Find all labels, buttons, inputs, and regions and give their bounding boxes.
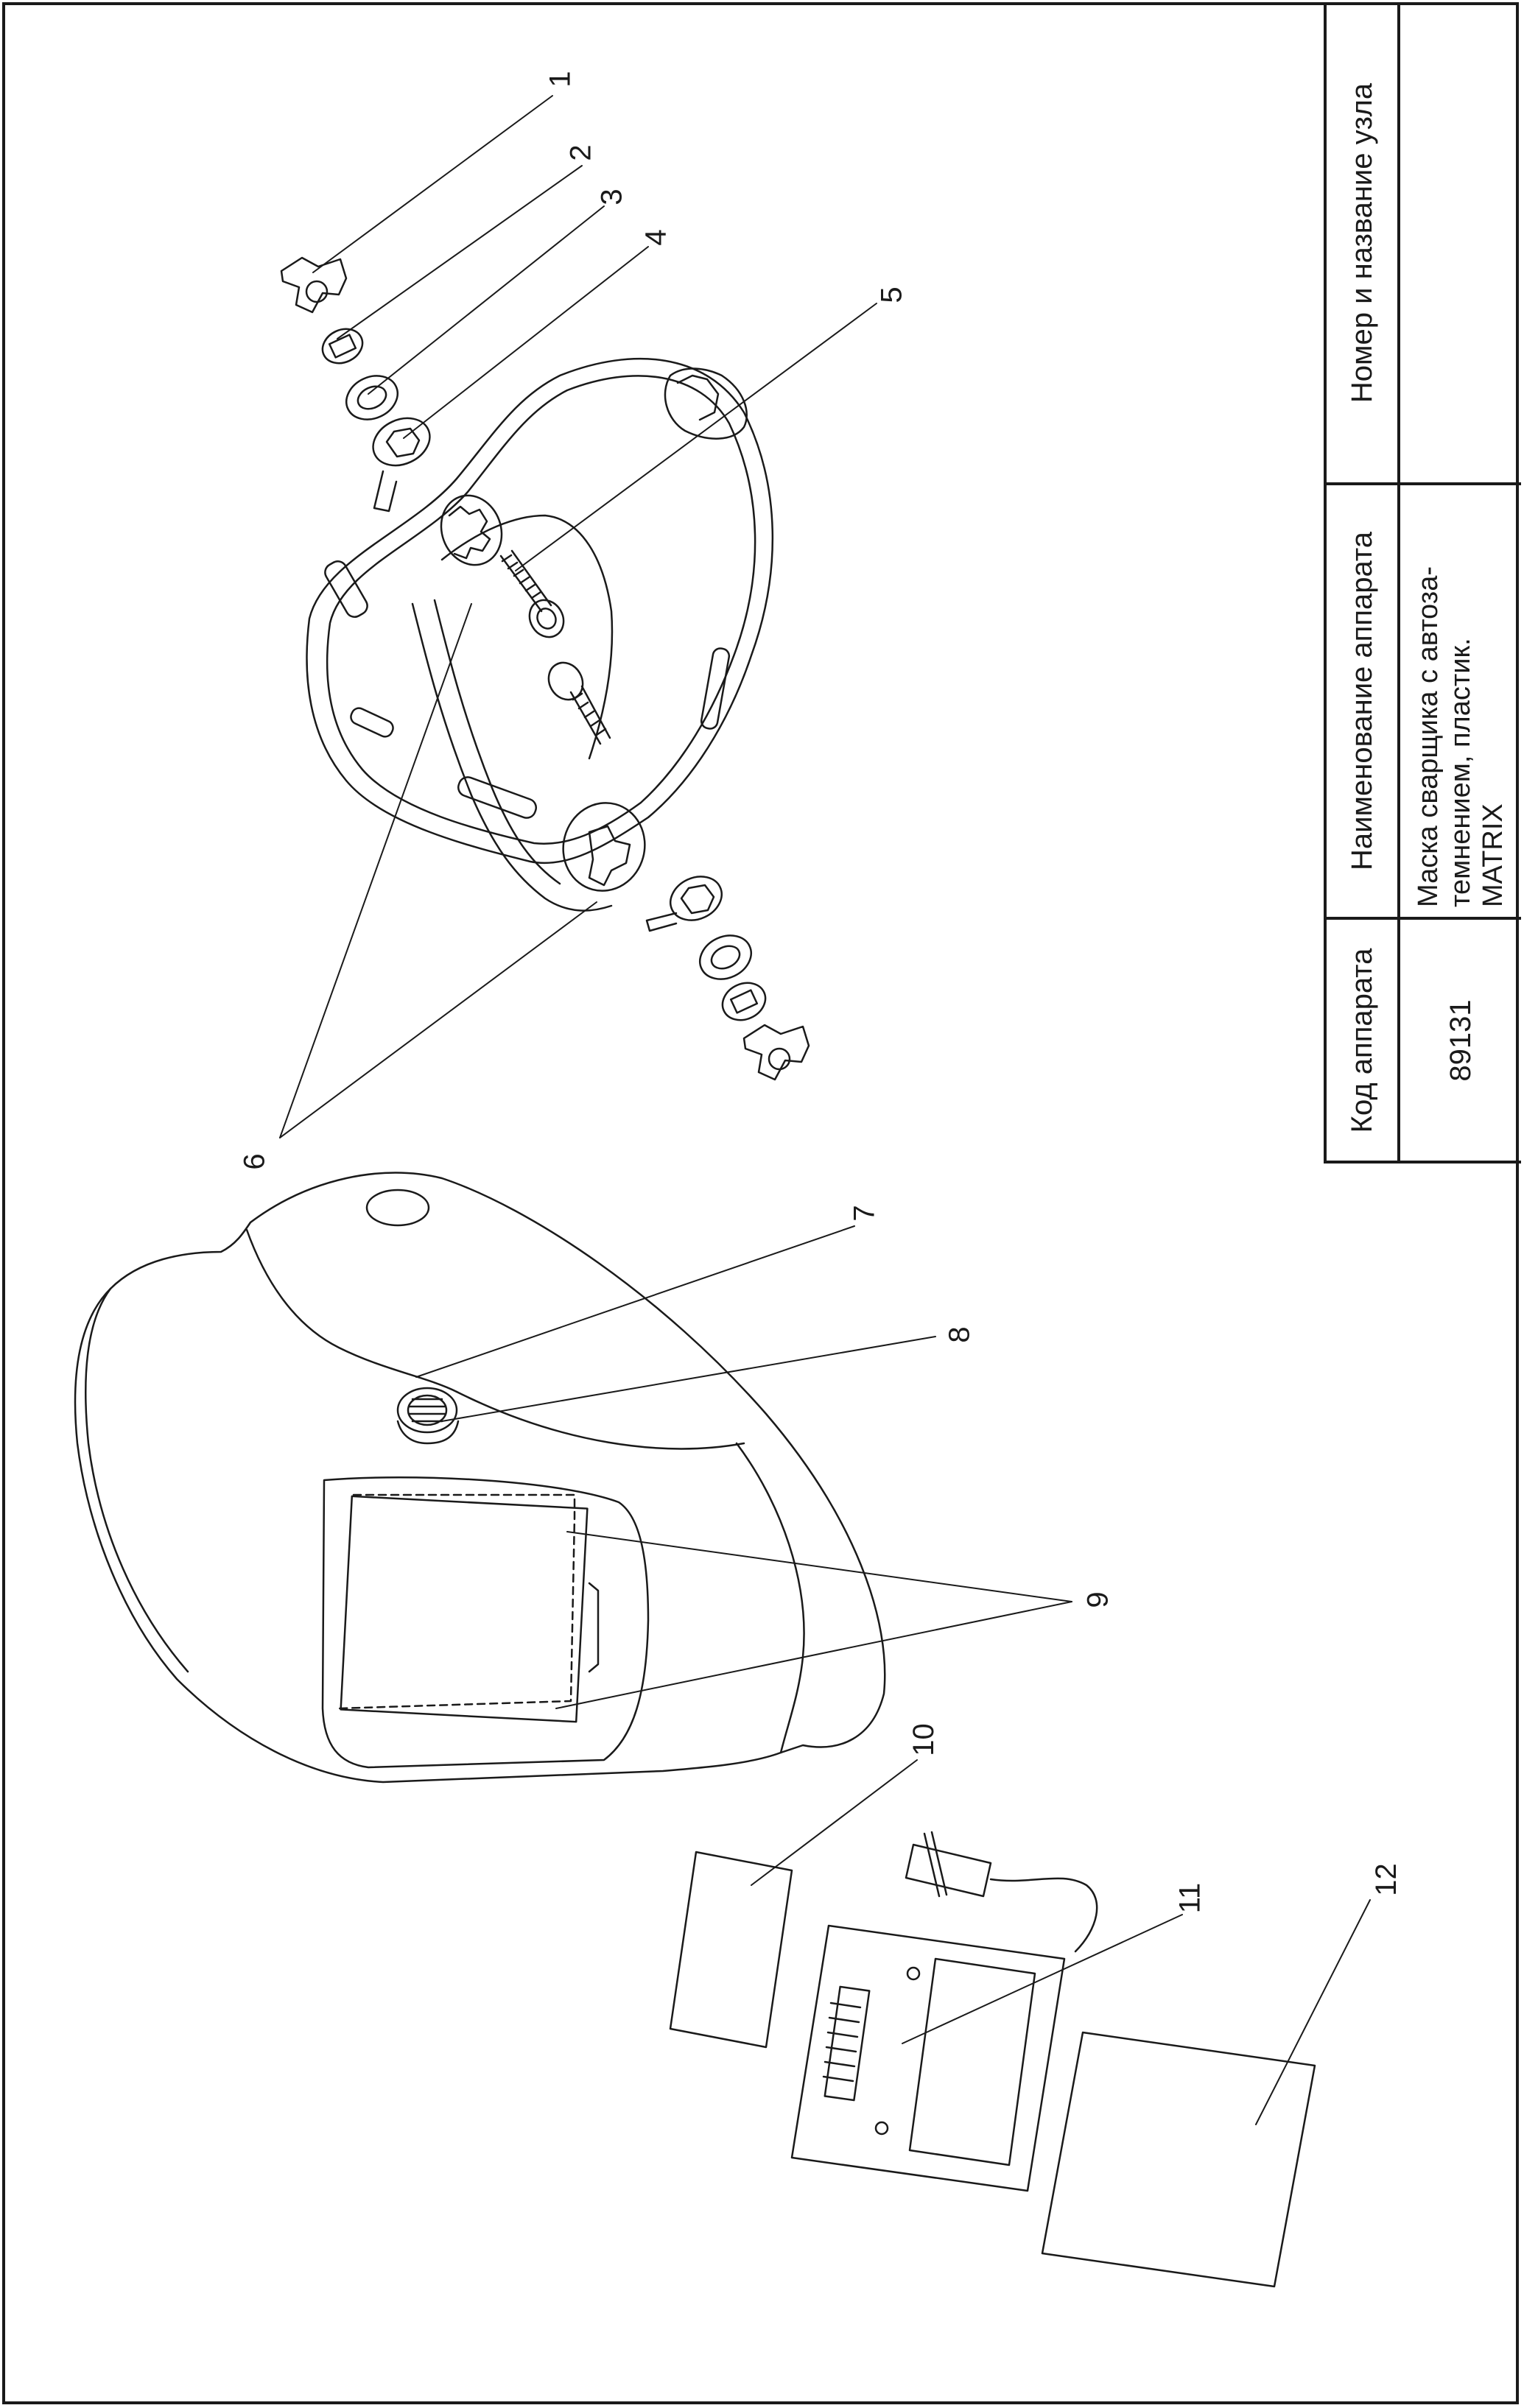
knob-set-top [280,256,431,513]
filter-parts [669,1831,1316,2288]
callout-12: 12 [1369,1863,1402,1896]
callout-1: 1 [544,71,577,88]
callout-3: 3 [595,189,628,205]
title-block-header-column: Номер и название узла Наименование аппар… [1327,3,1400,1161]
value-unit-cell [1400,3,1521,485]
header-name-cell: Наименование аппарата [1327,485,1397,920]
screw-lower [547,661,611,745]
value-name-cell: Маска сварщика с автоза- темнением, плас… [1400,485,1521,920]
callout-11: 11 [1173,1882,1207,1914]
leader-lines [279,95,1371,2125]
header-unit-cell: Номер и название узла [1327,3,1397,485]
callout-10: 10 [907,1723,940,1756]
knob-set-bottom [645,876,810,1081]
callout-8: 8 [943,1326,976,1343]
title-block-value-column: Маска сварщика с автоза- темнением, плас… [1400,3,1521,1161]
headgear-assembly [306,357,774,912]
screw-upper [499,549,565,638]
callout-9: 9 [1081,1591,1114,1608]
callout-5: 5 [875,286,908,303]
helmet-shell [74,1172,886,1784]
callout-7: 7 [848,1205,881,1222]
callout-2: 2 [564,144,597,161]
callout-4: 4 [639,229,673,246]
callout-6: 6 [238,1153,271,1170]
title-block: Номер и название узла Наименование аппар… [1324,3,1521,1163]
